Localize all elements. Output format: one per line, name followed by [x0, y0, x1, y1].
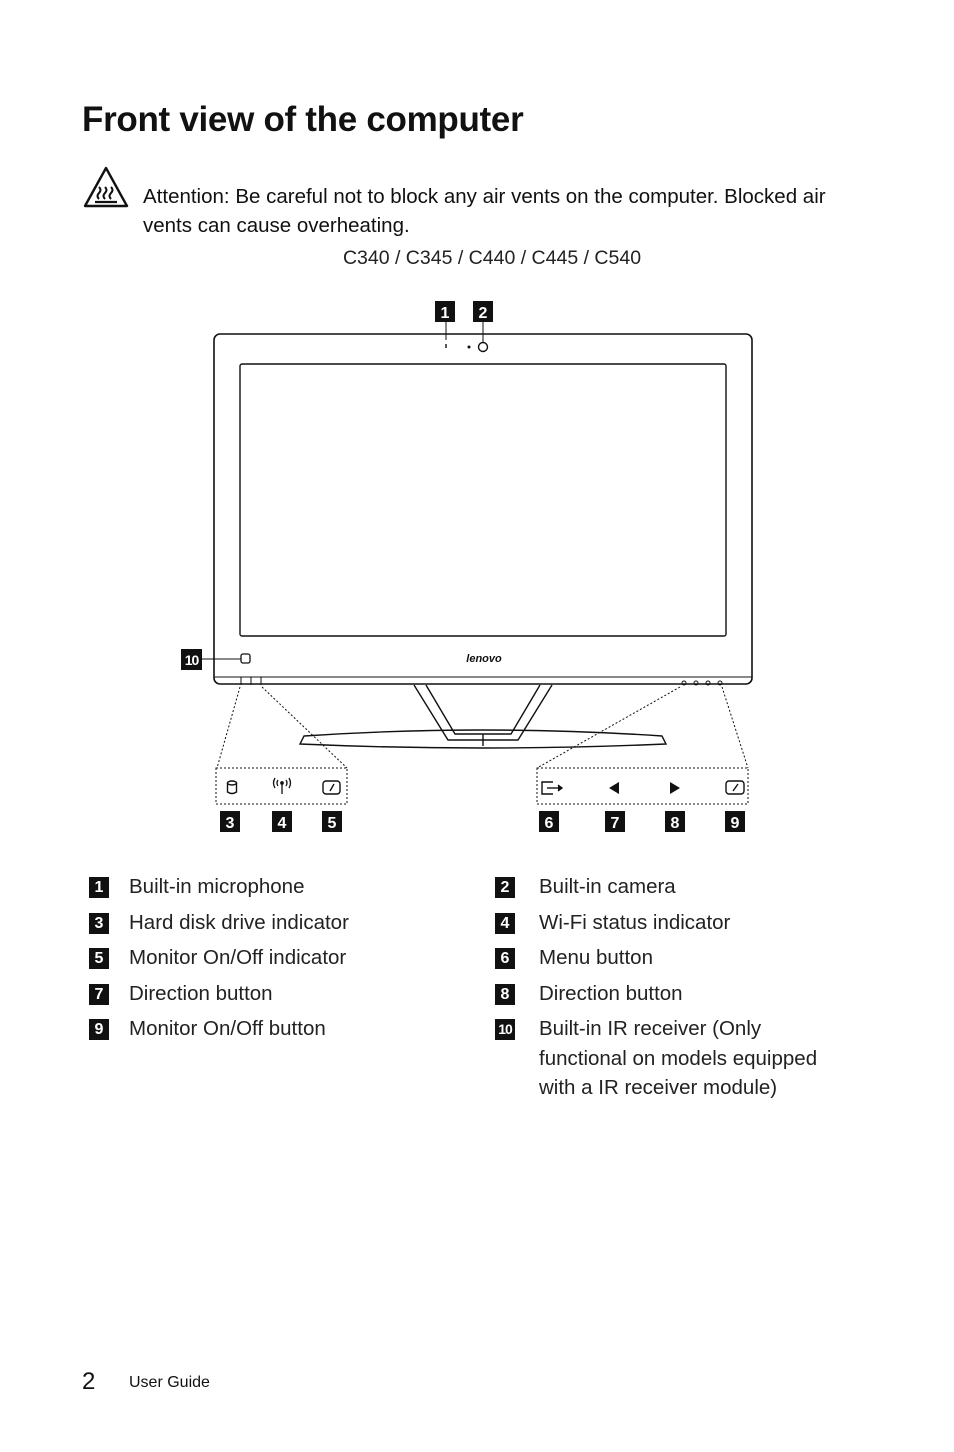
model-list: C340 / C345 / C440 / C445 / C540 — [0, 247, 954, 270]
legend-text: Menu button — [539, 946, 653, 969]
wifi-icon — [272, 777, 292, 794]
legend-text: Direction button — [129, 982, 273, 1005]
right-arrow-icon — [670, 782, 680, 794]
monitor-power-button-icon — [725, 780, 745, 795]
callout-2: 2 — [479, 305, 488, 322]
callout-10: 10 — [185, 652, 200, 668]
camera — [477, 341, 489, 353]
callout-3: 3 — [226, 815, 235, 832]
legend-number: 2 — [495, 877, 515, 898]
legend-number: 1 — [89, 877, 109, 898]
hot-surface-warning-icon — [83, 166, 129, 208]
legend-text: Built-in microphone — [129, 875, 305, 898]
left-arrow-icon — [609, 782, 619, 794]
menu-icon — [541, 781, 564, 795]
legend-number: 8 — [495, 984, 515, 1005]
model-list-text: C340 / C345 / C440 / C445 / C540 — [342, 247, 642, 269]
legend-number: 7 — [89, 984, 109, 1005]
hdd-icon — [226, 780, 238, 795]
callout-7: 7 — [611, 815, 620, 832]
legend-text: Direction button — [539, 982, 683, 1005]
callout-9: 9 — [731, 815, 740, 832]
page-title: Front view of the computer — [82, 100, 524, 139]
attention-text: Be careful not to block any air vents on… — [143, 185, 826, 237]
legend-text: Wi-Fi status indicator — [539, 911, 731, 934]
monitor-screen — [239, 363, 727, 637]
callout-4: 4 — [278, 815, 287, 832]
legend-number: 4 — [495, 913, 515, 934]
brand-logo: lenovo — [466, 653, 502, 665]
attention-label: Attention: — [143, 185, 230, 208]
legend-text: Monitor On/Off indicator — [129, 946, 347, 969]
callout-5: 5 — [328, 815, 337, 832]
legend-text: Built-in camera — [539, 875, 676, 898]
legend-number: 5 — [89, 948, 109, 969]
legend-text: Hard disk drive indicator — [129, 911, 349, 934]
legend-number: 9 — [89, 1019, 109, 1040]
callout-6: 6 — [545, 815, 554, 832]
monitor-stand — [298, 684, 668, 749]
computer-front-diagram: lenovo — [181, 301, 753, 832]
page-number: 2 — [82, 1368, 96, 1395]
legend-number: 3 — [89, 913, 109, 934]
legend-text: Built-in IR receiver (Only functional on… — [539, 1017, 818, 1099]
footer-label: User Guide — [129, 1374, 210, 1391]
attention-note: Attention: Be careful not to block any a… — [143, 182, 873, 240]
legend-number: 10 — [495, 1019, 515, 1040]
callout-1: 1 — [441, 305, 450, 322]
monitor-power-icon — [322, 780, 341, 795]
callout-8: 8 — [671, 815, 680, 832]
legend-number: 6 — [495, 948, 515, 969]
legend-text: Monitor On/Off button — [129, 1017, 326, 1040]
